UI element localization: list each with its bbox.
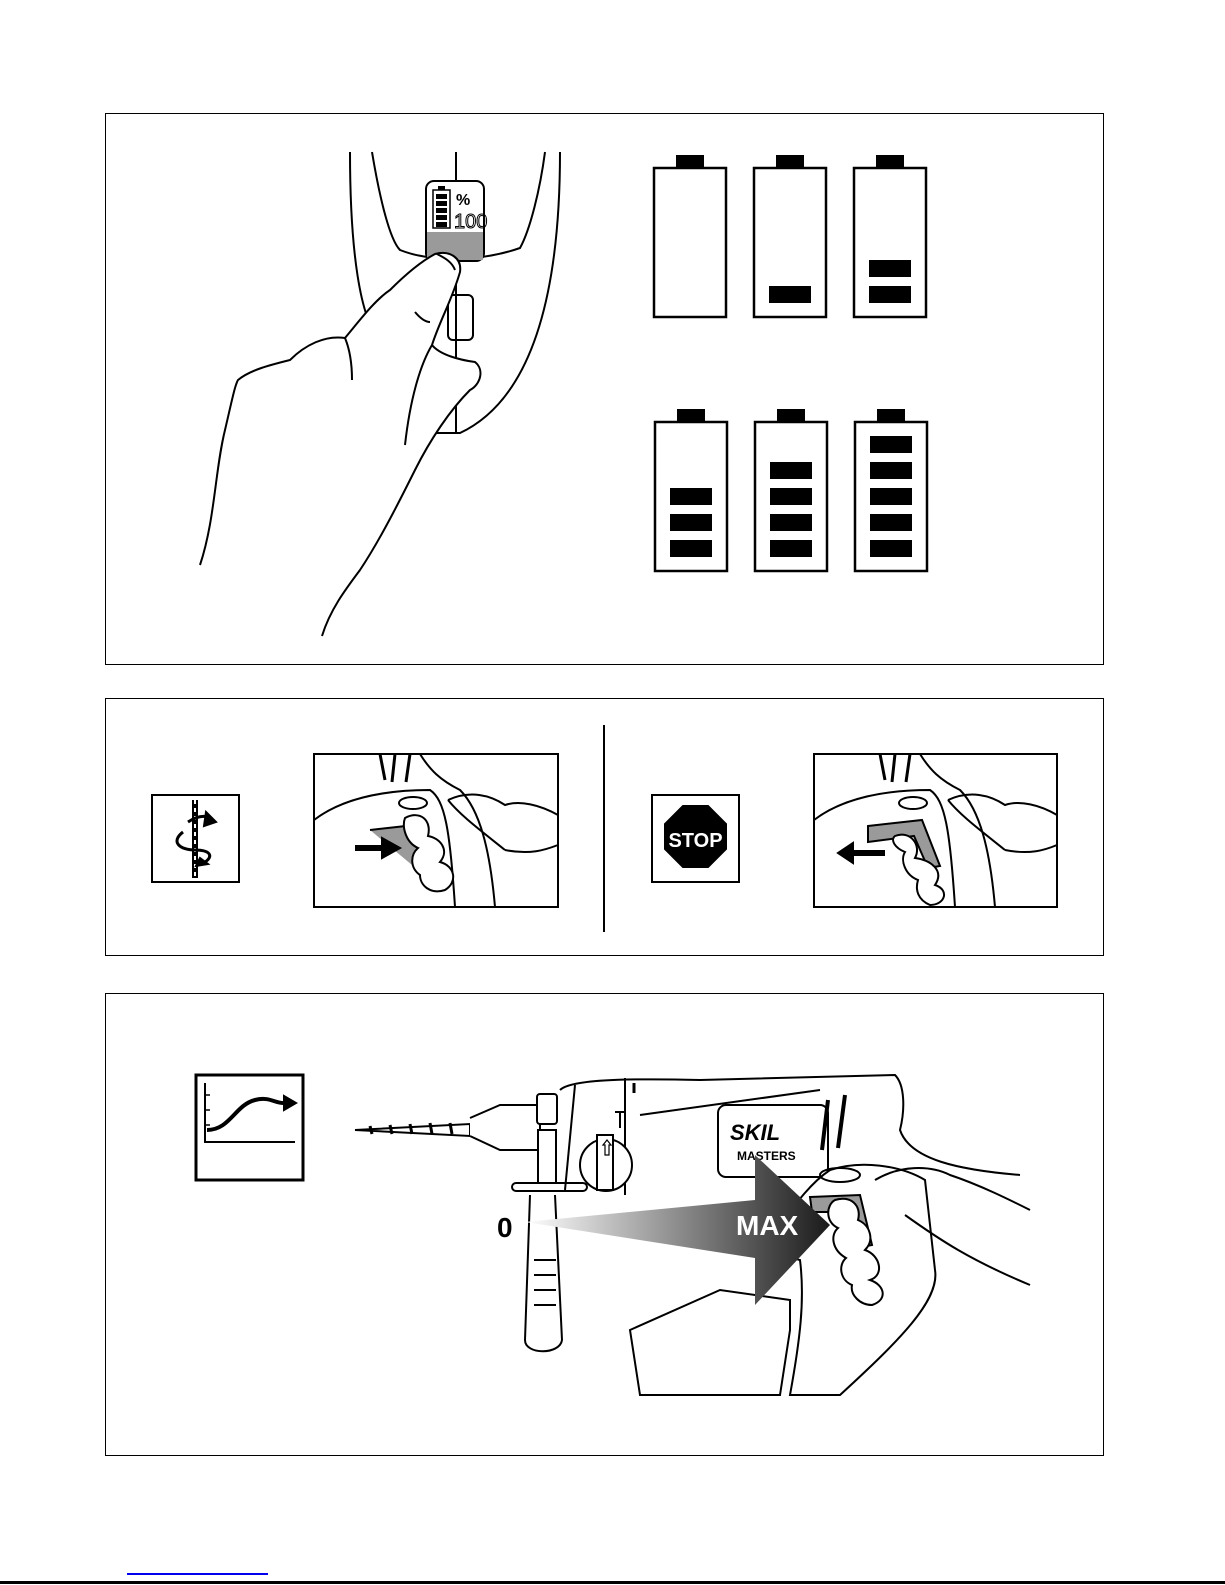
speed-curve-icon [194, 1073, 305, 1182]
trigger-off-illustration [813, 753, 1058, 908]
hand-pressing-illustration [199, 252, 482, 637]
stop-icon: STOP [651, 794, 740, 883]
display-value: 100 [454, 211, 487, 233]
battery-diagram [752, 155, 828, 319]
figure-switch-on-off [105, 698, 1104, 956]
battery-bar [770, 488, 812, 505]
battery-body [652, 166, 728, 319]
figure-battery-indicator [105, 113, 1104, 665]
battery-status-display: % 100 [425, 180, 488, 262]
battery-bar [769, 286, 811, 303]
battery-bar [670, 514, 712, 531]
battery-bar [870, 436, 912, 453]
battery-terminal [777, 409, 805, 421]
battery-diagram [753, 409, 829, 573]
battery-level-diagrams [652, 155, 929, 573]
page-bottom-rule [0, 1581, 1225, 1584]
battery-bar [770, 462, 812, 479]
battery-diagram [853, 409, 929, 573]
display-percent-symbol: % [456, 192, 470, 209]
footer-link[interactable] [127, 1573, 268, 1575]
battery-diagram [652, 155, 728, 319]
battery-terminal [676, 155, 704, 167]
battery-terminal [877, 409, 905, 421]
figure-variable-speed [105, 993, 1104, 1456]
battery-bar [870, 540, 912, 557]
battery-terminal [776, 155, 804, 167]
brand-logo: SKIL [730, 1120, 780, 1145]
battery-diagram [653, 409, 729, 573]
battery-diagram [852, 155, 928, 319]
speed-min-label: 0 [497, 1212, 513, 1243]
speed-max-label: MAX [736, 1210, 799, 1241]
battery-bar [869, 286, 911, 303]
battery-bar [770, 540, 812, 557]
battery-terminal [677, 409, 705, 421]
battery-bar [670, 540, 712, 557]
battery-bar [870, 462, 912, 479]
battery-bar [770, 514, 812, 531]
battery-bar [870, 488, 912, 505]
battery-terminal [876, 155, 904, 167]
brand-sub: MASTERS [737, 1149, 796, 1163]
speed-arrow: 0 MAX [497, 1155, 830, 1305]
stop-sign-label: STOP [668, 830, 722, 852]
battery-bar [870, 514, 912, 531]
rotation-icon [151, 794, 240, 883]
trigger-on-illustration [313, 753, 559, 908]
battery-bar [869, 260, 911, 277]
battery-bar [670, 488, 712, 505]
